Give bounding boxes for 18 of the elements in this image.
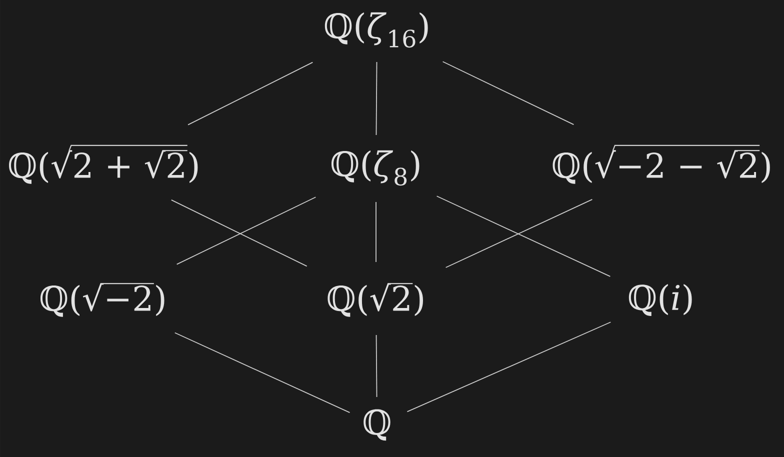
line: [176, 196, 316, 265]
line: [188, 62, 314, 126]
math-label: ℚ(√2): [328, 283, 423, 317]
line: [442, 61, 574, 125]
math-label: ℚ(√−2): [40, 283, 164, 317]
math-label: ℚ: [364, 409, 390, 441]
line: [376, 334, 378, 398]
math-label: ℚ(i): [628, 284, 692, 316]
line: [436, 196, 611, 277]
line: [445, 199, 593, 268]
line: [174, 332, 350, 413]
math-label: ℚ(√−2 − √2): [552, 150, 770, 184]
math-label: ℚ(ζ$_{16}$): [324, 12, 428, 48]
line: [376, 62, 378, 136]
line: [406, 322, 612, 412]
line: [170, 199, 308, 267]
math-label: ℚ(√2 + √2): [9, 150, 198, 184]
math-label: ℚ(ζ$_{8}$): [332, 150, 420, 186]
